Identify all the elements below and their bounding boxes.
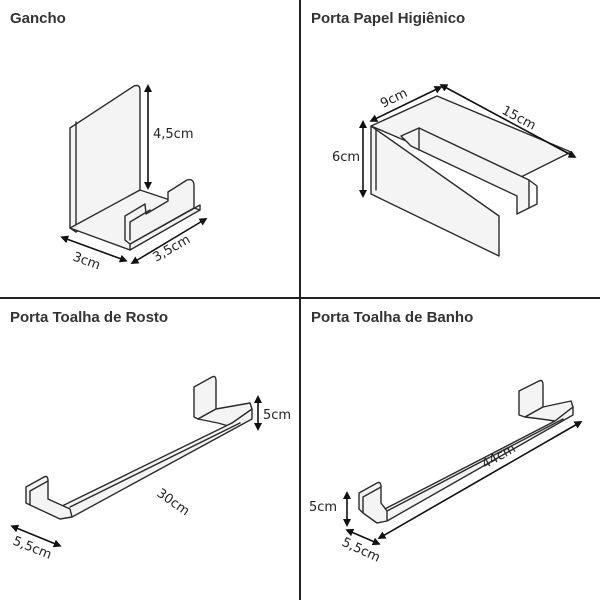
porta-papel-shape xyxy=(370,95,572,257)
panel-porta-toalha-banho: Porta Toalha de Banho 5cm 44cm xyxy=(301,299,599,595)
panel-title-porta-papel: Porta Papel Higiênico xyxy=(311,10,466,27)
banho-depth-label: 5,5cm xyxy=(339,535,382,566)
vertical-divider xyxy=(299,0,301,600)
papel-width-arrow xyxy=(369,86,443,122)
panel-gancho: Gancho 4,5cm 3cm 3 xyxy=(0,0,298,296)
rosto-depth-label: 5,5cm xyxy=(11,534,54,563)
porta-toalha-banho-drawing: 5cm 44cm 5,5cm xyxy=(309,379,583,566)
rosto-length-label: 30cm xyxy=(154,486,192,519)
gancho-height-label: 4,5cm xyxy=(153,127,194,142)
gancho-width-arrow xyxy=(60,235,128,263)
gancho-hook-shape xyxy=(69,84,201,251)
banho-height-label: 5cm xyxy=(309,500,337,515)
gancho-drawing: 4,5cm 3cm 3,5cm xyxy=(60,84,208,274)
horizontal-divider xyxy=(0,297,600,299)
panel-porta-papel: Porta Papel Higiênico 9cm 15cm xyxy=(301,0,599,296)
papel-length-arrow xyxy=(439,84,577,158)
panel-title-porta-toalha-banho: Porta Toalha de Banho xyxy=(311,309,474,326)
rosto-depth-arrow xyxy=(10,524,62,548)
gancho-depth-arrow xyxy=(130,217,208,265)
toalha-rosto-shape xyxy=(25,375,253,520)
panel-title-gancho: Gancho xyxy=(10,10,66,27)
toalha-banho-shape xyxy=(358,379,574,524)
porta-toalha-rosto-drawing: 5cm 30cm 5,5cm xyxy=(10,375,291,563)
papel-width-label: 9cm xyxy=(378,86,410,112)
rosto-height-label: 5cm xyxy=(263,408,291,423)
banho-depth-arrow xyxy=(345,528,381,546)
gancho-width-label: 3cm xyxy=(71,250,103,274)
porta-papel-drawing: 9cm 15cm 6cm xyxy=(332,84,577,257)
panel-title-porta-toalha-rosto: Porta Toalha de Rosto xyxy=(10,309,169,326)
panel-porta-toalha-rosto: Porta Toalha de Rosto 5cm 30cm xyxy=(0,299,298,595)
papel-height-label: 6cm xyxy=(332,150,360,165)
banho-length-arrow xyxy=(377,421,583,539)
banho-length-label: 44cm xyxy=(480,441,519,472)
gancho-depth-label: 3,5cm xyxy=(151,232,194,265)
